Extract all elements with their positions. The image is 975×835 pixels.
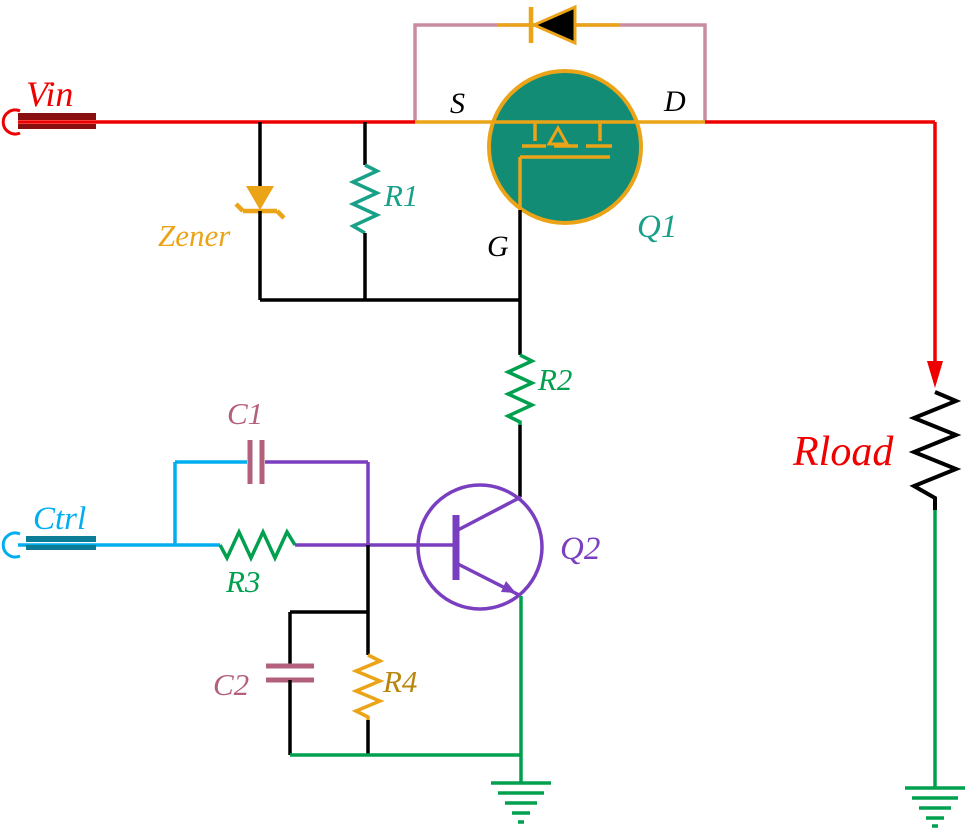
r1-label: R1 (383, 178, 418, 213)
q1-mosfet-symbol (518, 122, 612, 210)
ctrl-label: Ctrl (33, 501, 86, 537)
rload-label: Rload (792, 429, 894, 475)
body-diode-icon (530, 4, 577, 46)
current-arrow-icon (927, 361, 943, 388)
zener-wing (234, 202, 245, 213)
ctrl-port-bar (26, 545, 96, 550)
q1-drain-pin-label: D (663, 85, 686, 118)
c2-label: C2 (213, 667, 249, 702)
zener-wing (275, 209, 286, 220)
r2-label: R2 (537, 362, 572, 397)
q1-label: Q1 (637, 209, 677, 245)
zener-label: Zener (158, 218, 231, 253)
q1-substrate-arrow-icon (546, 124, 570, 146)
r3-label: R3 (225, 564, 260, 599)
q2-collector-line (455, 495, 522, 533)
vin-label: Vin (26, 74, 73, 114)
zener-diode-icon (246, 186, 274, 210)
rload-resistor (908, 390, 962, 510)
vin-connector-icon (1, 108, 21, 136)
q2-label: Q2 (560, 531, 600, 567)
q2-transistor-body (416, 483, 544, 611)
r3-resistor (218, 527, 297, 563)
ctrl-connector-icon (1, 531, 21, 559)
q1-gate-pin-label: G (487, 230, 509, 263)
vin-port-bar (18, 124, 96, 129)
r4-resistor (351, 653, 385, 720)
ctrl-port-bar (26, 536, 96, 542)
r4-label: R4 (382, 664, 417, 699)
ground-symbol (491, 781, 551, 824)
vin-port-bar (18, 113, 96, 120)
q2-emitter-arrow-icon (501, 581, 516, 593)
ground-symbol (905, 786, 965, 828)
q1-source-pin-label: S (450, 87, 465, 120)
r1-resistor (348, 163, 382, 235)
c1-label: C1 (227, 396, 263, 431)
r2-resistor (503, 353, 537, 425)
